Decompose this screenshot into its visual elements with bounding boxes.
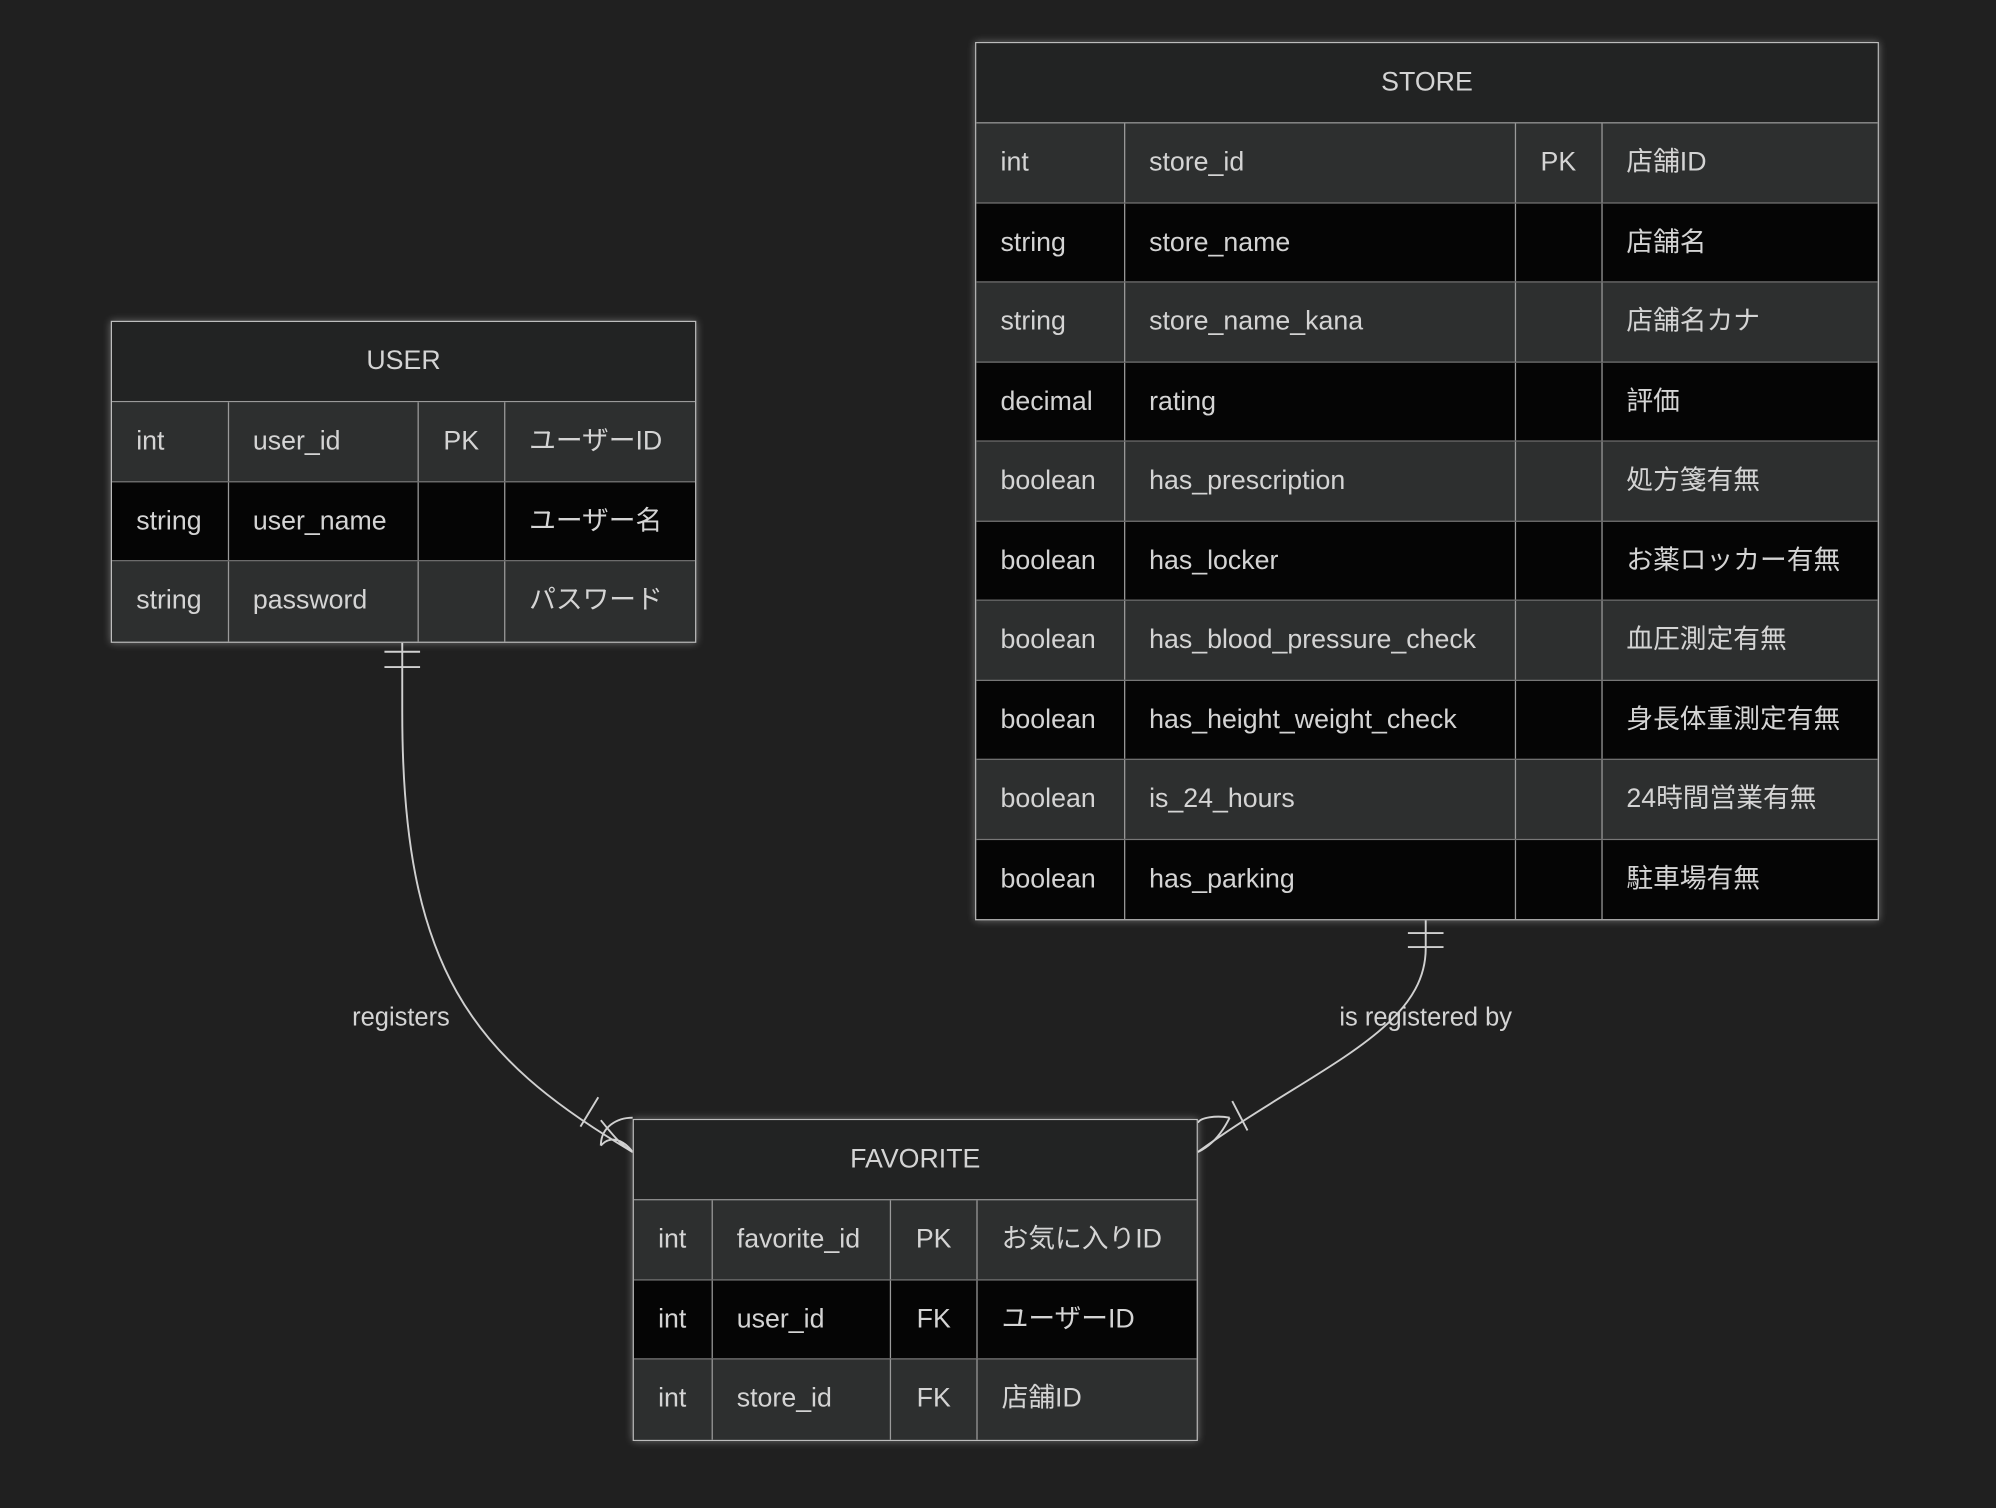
attribute-key: FK <box>891 1359 978 1440</box>
store-one-marker <box>1407 932 1444 949</box>
attribute-name: has_height_weight_check <box>1125 680 1516 759</box>
attribute-name: has_parking <box>1125 839 1516 920</box>
attribute-key <box>1516 282 1603 361</box>
entity-title: USER <box>112 322 696 403</box>
attribute-key: FK <box>891 1279 978 1359</box>
attribute-name: has_locker <box>1125 521 1516 600</box>
attribute-comment: 血圧測定有無 <box>1626 625 1787 655</box>
attribute-comment: 処方箋有無 <box>1626 465 1761 496</box>
attribute-key <box>1516 839 1603 920</box>
edge-user-favorite <box>384 639 634 1153</box>
attribute-name: password <box>229 561 419 641</box>
attribute-type: boolean <box>976 680 1125 759</box>
attribute-comment: 店舗名カナ <box>1626 306 1761 337</box>
attribute-name: rating <box>1125 362 1516 441</box>
edge-store-favorite <box>1197 917 1444 1153</box>
attribute-name: store_name <box>1125 203 1516 282</box>
attribute-name: is_24_hours <box>1125 759 1516 839</box>
attribute-name: store_name_kana <box>1125 282 1516 361</box>
attribute-name: user_id <box>713 1279 892 1359</box>
edge-line-is-registered-by <box>1197 917 1427 1153</box>
attribute-name: has_blood_pressure_check <box>1125 600 1516 680</box>
attribute-comment: パスワード <box>529 585 663 615</box>
attribute-key <box>1516 759 1603 839</box>
edge-line-registers <box>401 639 634 1153</box>
attribute-type: string <box>112 481 229 561</box>
attribute-comment: 評価 <box>1626 386 1680 416</box>
entity-title: STORE <box>976 43 1878 124</box>
attribute-type: int <box>634 1279 713 1359</box>
favorite-many-marker <box>579 1096 634 1153</box>
attribute-name: has_prescription <box>1125 441 1516 521</box>
attribute-type: string <box>976 203 1125 282</box>
attribute-key <box>1516 203 1603 282</box>
attribute-type: string <box>112 561 229 641</box>
attribute-comment: 駐車場有無 <box>1626 863 1761 893</box>
attribute-type: decimal <box>976 362 1125 441</box>
attribute-key <box>1516 441 1603 521</box>
attribute-comment: お気に入りID <box>1001 1224 1162 1254</box>
attribute-name: store_id <box>1125 123 1516 202</box>
relationship-label-registers: registers <box>352 1003 450 1032</box>
attribute-key <box>419 561 505 641</box>
attribute-type: int <box>634 1200 713 1279</box>
attribute-key <box>419 481 505 561</box>
attribute-key <box>1516 680 1603 759</box>
attribute-name: favorite_id <box>713 1200 892 1279</box>
relationship-label-is-registered-by: is registered by <box>1339 1003 1513 1032</box>
attribute-type: int <box>112 402 229 481</box>
attribute-type: boolean <box>976 441 1125 521</box>
entity-title: FAVORITE <box>633 1120 1197 1201</box>
attribute-name: store_id <box>713 1359 892 1440</box>
attribute-type: boolean <box>976 839 1125 920</box>
attribute-comment: 店舗ID <box>1626 147 1707 177</box>
attribute-comment: お薬ロッカー有無 <box>1626 545 1841 575</box>
attribute-type: boolean <box>976 759 1125 839</box>
attribute-key: PK <box>419 402 505 481</box>
attribute-comment: 身長体重測定有無 <box>1626 704 1841 734</box>
attribute-type: int <box>976 123 1125 202</box>
attribute-name: user_name <box>229 481 419 561</box>
attribute-key <box>1516 521 1603 600</box>
attribute-type: boolean <box>976 600 1125 680</box>
attribute-type: boolean <box>976 521 1125 600</box>
attribute-comment: ユーザーID <box>529 426 663 456</box>
attribute-type: string <box>976 282 1125 361</box>
attribute-comment: ユーザー名 <box>529 506 663 536</box>
attribute-key <box>1516 600 1603 680</box>
attribute-key: PK <box>891 1200 978 1279</box>
attribute-key: PK <box>1516 123 1603 202</box>
attribute-comment: 店舗ID <box>1001 1383 1082 1413</box>
attribute-comment: ユーザーID <box>1001 1304 1135 1334</box>
attribute-name: user_id <box>229 402 419 481</box>
attribute-type: int <box>634 1359 713 1440</box>
favorite-many-marker-2 <box>1197 1100 1249 1153</box>
attribute-key <box>1516 362 1603 441</box>
user-one-marker <box>384 650 421 668</box>
attribute-comment: 24時間営業有無 <box>1626 784 1817 814</box>
attribute-comment: 店舗名 <box>1626 227 1707 257</box>
